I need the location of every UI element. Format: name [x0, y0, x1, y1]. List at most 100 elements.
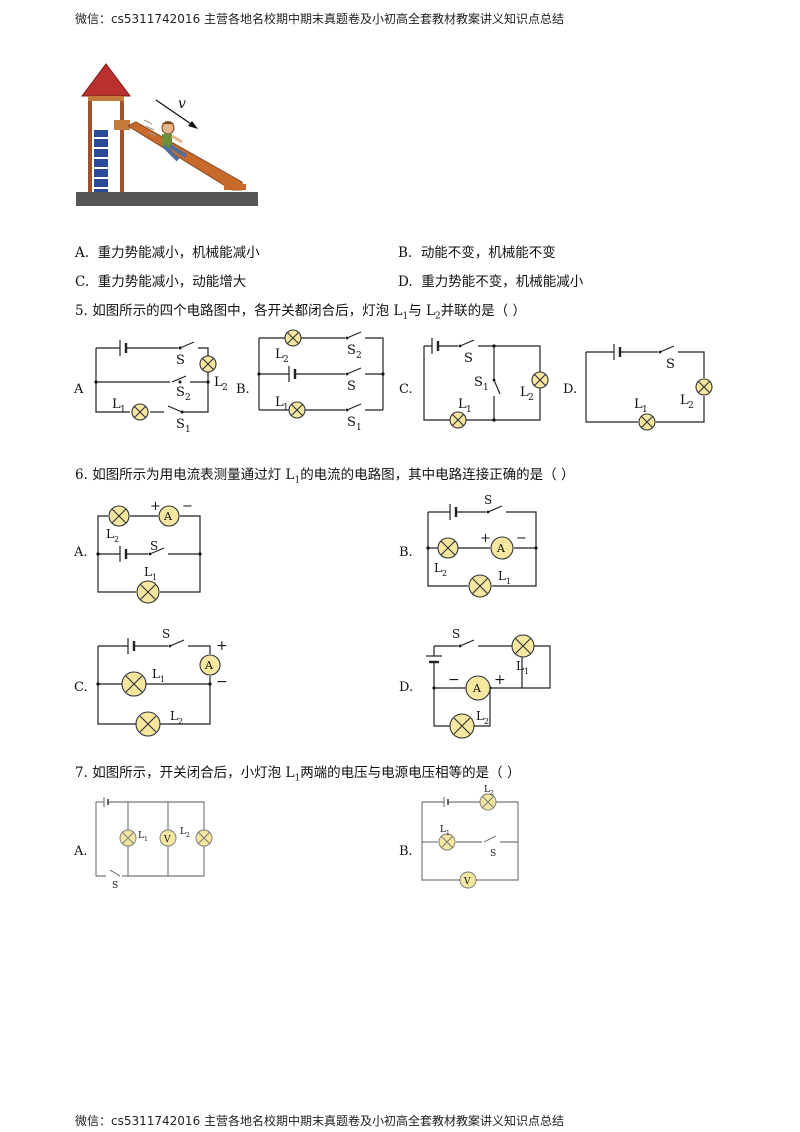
q7-letter-b: B. — [399, 844, 413, 859]
svg-text:−: − — [216, 674, 228, 690]
q4-option-d: D. 重力势能不变，机械能减小 — [398, 274, 584, 290]
q6-letter-c: C. — [74, 680, 88, 695]
svg-text:2: 2 — [178, 717, 183, 726]
svg-text:L: L — [275, 347, 284, 362]
svg-text:L: L — [520, 385, 529, 400]
svg-text:2: 2 — [490, 790, 494, 797]
svg-text:L: L — [484, 785, 490, 795]
svg-text:S: S — [347, 415, 356, 430]
svg-text:1: 1 — [524, 667, 529, 676]
slide-figure: v — [76, 63, 258, 206]
svg-text:S: S — [484, 493, 492, 507]
svg-text:L: L — [214, 375, 223, 390]
svg-text:L: L — [170, 709, 178, 723]
svg-text:1: 1 — [446, 830, 450, 837]
svg-text:S: S — [490, 849, 496, 859]
svg-text:−: − — [448, 672, 460, 688]
page-footer: 微信：cs5311742016 主营各地名校期中期末真题卷及小初高全套教材教案讲… — [75, 1114, 565, 1128]
svg-text:L: L — [275, 395, 284, 410]
svg-text:1: 1 — [283, 403, 289, 413]
svg-text:S: S — [176, 417, 185, 432]
svg-text:2: 2 — [528, 393, 534, 403]
q5-letter-a: A — [74, 382, 84, 397]
svg-text:S: S — [150, 539, 158, 553]
svg-text:A: A — [496, 542, 506, 555]
svg-text:2: 2 — [185, 393, 191, 403]
svg-text:A: A — [472, 682, 482, 695]
q6-letter-b: B. — [399, 545, 413, 560]
svg-text:A: A — [204, 659, 214, 672]
svg-text:V: V — [463, 877, 471, 887]
svg-text:L: L — [440, 825, 446, 835]
svg-text:2: 2 — [442, 569, 447, 578]
svg-text:2: 2 — [688, 401, 694, 411]
svg-text:S: S — [176, 353, 185, 368]
svg-text:L: L — [152, 667, 160, 681]
svg-text:+: + — [150, 499, 161, 514]
velocity-label: v — [178, 96, 186, 112]
svg-text:S: S — [452, 627, 460, 641]
svg-text:L: L — [180, 827, 186, 837]
svg-text:S: S — [464, 351, 473, 366]
q4-option-a: A. 重力势能减小，机械能减小 — [75, 245, 260, 261]
svg-text:1: 1 — [506, 577, 511, 586]
child-figure — [161, 121, 188, 162]
svg-text:V: V — [163, 835, 171, 845]
svg-text:L: L — [112, 397, 121, 412]
svg-text:S: S — [474, 375, 483, 390]
q6-letter-d: D. — [399, 680, 414, 695]
q5-stem: 5. 如图所示的四个电路图中，各开关都闭合后，灯泡 L1与 L2并联的是（ ） — [75, 303, 526, 322]
svg-text:L: L — [680, 393, 689, 408]
svg-text:1: 1 — [120, 405, 126, 415]
svg-text:L: L — [476, 709, 484, 723]
svg-text:L: L — [144, 565, 152, 579]
svg-text:−: − — [182, 499, 193, 514]
svg-text:1: 1 — [185, 425, 191, 435]
svg-text:L: L — [634, 397, 643, 412]
svg-text:S: S — [162, 627, 170, 641]
q7-stem: 7. 如图所示，开关闭合后，小灯泡 L1两端的电压与电源电压相等的是（ ） — [75, 765, 521, 784]
svg-text:L: L — [516, 659, 524, 673]
svg-text:2: 2 — [283, 355, 289, 365]
q4-option-b: B. 动能不变，机械能不变 — [398, 245, 556, 261]
svg-text:−: − — [516, 531, 527, 546]
svg-text:L: L — [138, 831, 144, 841]
svg-text:S: S — [112, 881, 118, 891]
svg-text:1: 1 — [466, 405, 472, 415]
svg-text:2: 2 — [356, 351, 362, 361]
svg-text:2: 2 — [222, 383, 228, 393]
svg-text:+: + — [216, 638, 228, 654]
svg-text:+: + — [480, 531, 491, 546]
svg-text:A: A — [163, 510, 173, 523]
page-header: 微信：cs5311742016 主营各地名校期中期末真题卷及小初高全套教材教案讲… — [75, 12, 565, 26]
svg-text:S: S — [347, 343, 356, 358]
q7-letter-a: A. — [74, 844, 88, 859]
q5-letter-d: D. — [563, 382, 578, 397]
svg-text:1: 1 — [483, 383, 489, 393]
q4-option-c: C. 重力势能减小，动能增大 — [75, 274, 247, 290]
q5-letter-c: C. — [399, 382, 413, 397]
svg-text:1: 1 — [356, 423, 362, 433]
q6-letter-a: A. — [74, 545, 88, 560]
svg-text:1: 1 — [642, 405, 648, 415]
svg-text:L: L — [458, 397, 467, 412]
q6-stem: 6. 如图所示为用电流表测量通过灯 L1的电流的电路图，其中电路连接正确的是（ … — [75, 467, 575, 486]
svg-text:L: L — [498, 569, 506, 583]
svg-text:S: S — [666, 357, 675, 372]
svg-text:1: 1 — [144, 836, 148, 843]
svg-text:+: + — [494, 672, 506, 688]
svg-text:S: S — [176, 385, 185, 400]
svg-text:L: L — [106, 527, 114, 541]
svg-text:2: 2 — [186, 832, 190, 839]
q5-letter-b: B. — [236, 382, 250, 397]
